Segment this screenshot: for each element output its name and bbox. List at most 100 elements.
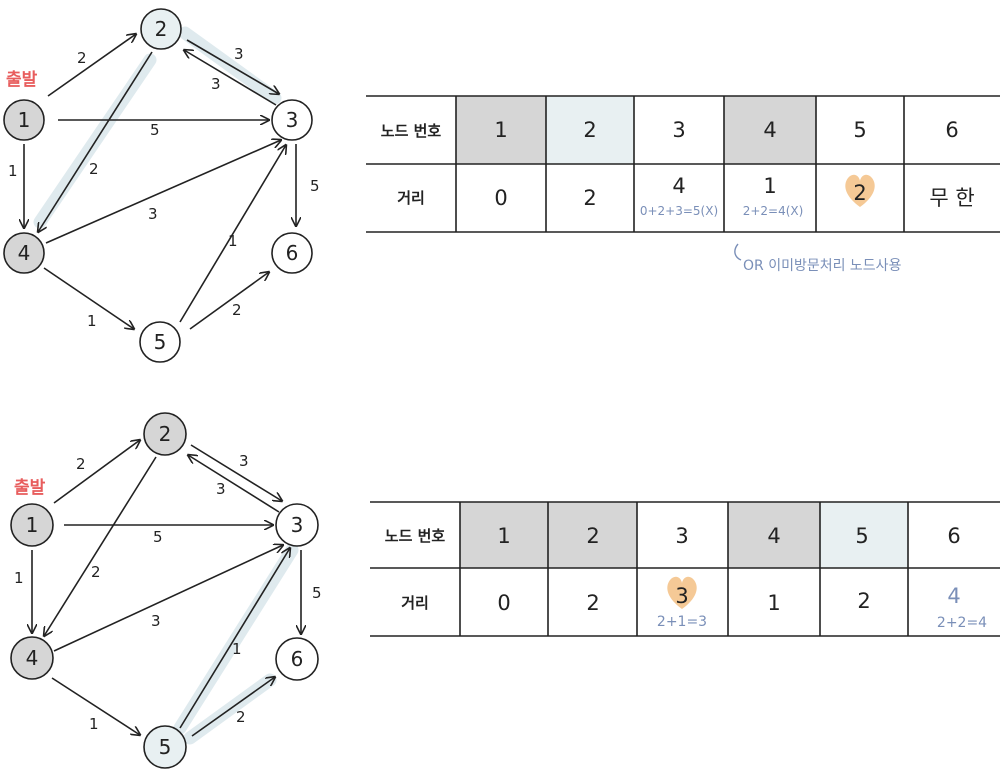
node-5: 5 bbox=[139, 321, 181, 363]
weight-1-2: 2 bbox=[76, 455, 86, 473]
distance-cell: 무 한 bbox=[929, 186, 974, 210]
node-6: 6 bbox=[271, 232, 313, 274]
footnote: OR 이미방문처리 노드사용 bbox=[743, 258, 902, 274]
node-1: 1 bbox=[10, 503, 54, 547]
node-number-cell: 6 bbox=[945, 118, 958, 142]
weight-4-3: 3 bbox=[151, 612, 161, 630]
weight-4-5: 1 bbox=[89, 715, 99, 733]
graph-step-2: 2 3 3 5 1 2 3 5 1 1 2 출발 1 2 3 4 5 bbox=[10, 412, 322, 769]
node-number-cell: 5 bbox=[855, 524, 868, 548]
heart-highlight bbox=[845, 174, 875, 207]
heart-highlight bbox=[667, 576, 697, 609]
weight-2-3: 3 bbox=[234, 45, 244, 63]
node-4: 4 bbox=[10, 636, 54, 680]
node-1: 1 bbox=[3, 99, 45, 141]
node-number-cell: 4 bbox=[767, 524, 780, 548]
node-3-label: 3 bbox=[286, 108, 299, 132]
edge-5-3 bbox=[179, 548, 290, 729]
distance-cell: 2 bbox=[857, 589, 870, 613]
weight-2-4: 2 bbox=[91, 563, 101, 581]
edge-2-3 bbox=[190, 444, 282, 501]
cell-bg-visited-4 bbox=[724, 96, 816, 164]
node-number-cell: 3 bbox=[672, 118, 685, 142]
node-number-cell: 1 bbox=[497, 524, 510, 548]
cell-bg-visited-1 bbox=[460, 502, 548, 568]
node-3: 3 bbox=[275, 503, 319, 547]
node-6-label: 6 bbox=[291, 647, 304, 671]
edge-1-2 bbox=[47, 34, 136, 97]
edge-4-3 bbox=[45, 140, 281, 244]
header-distance: 거리 bbox=[397, 189, 425, 207]
weight-1-4: 1 bbox=[8, 162, 18, 180]
weight-1-3: 5 bbox=[150, 121, 160, 139]
edge-3-2 bbox=[184, 50, 277, 106]
node-3: 3 bbox=[271, 99, 313, 141]
weight-2-3: 3 bbox=[239, 452, 249, 470]
header-node-number: 노드 번호 bbox=[385, 527, 446, 545]
weight-1-2: 2 bbox=[77, 49, 87, 67]
distance-table-step-1: 노드 번호 거리 1 2 3 4 5 6 0 2 4 0+2+3=5(X) 1 … bbox=[366, 95, 1000, 274]
weight-3-2: 3 bbox=[216, 480, 226, 498]
node-number-cell: 4 bbox=[763, 118, 776, 142]
distance-cell: 4 bbox=[672, 174, 685, 198]
calc-note: 0+2+3=5(X) bbox=[640, 204, 718, 218]
edge-4-5 bbox=[43, 267, 134, 329]
node-4-label: 4 bbox=[18, 241, 31, 265]
node-4-label: 4 bbox=[26, 646, 39, 670]
distance-cell: 2 bbox=[583, 186, 596, 210]
node-number-cell: 1 bbox=[494, 118, 507, 142]
node-1-label: 1 bbox=[26, 513, 39, 537]
start-label: 출발 bbox=[6, 70, 38, 90]
node-number-cell: 6 bbox=[947, 524, 960, 548]
cell-bg-current-2 bbox=[546, 96, 634, 164]
cell-bg-current-5 bbox=[820, 502, 908, 568]
node-6-label: 6 bbox=[286, 241, 299, 265]
node-6: 6 bbox=[275, 637, 319, 681]
node-2-label: 2 bbox=[159, 422, 172, 446]
edge-3-2 bbox=[188, 455, 280, 513]
edge-5-3 bbox=[179, 145, 286, 323]
edge-5-6 bbox=[189, 272, 269, 330]
header-distance: 거리 bbox=[401, 594, 429, 612]
edge-1-2 bbox=[53, 440, 140, 504]
edge-5-6 bbox=[191, 677, 275, 737]
edge-2-3 bbox=[186, 39, 279, 94]
distance-cell: 1 bbox=[763, 174, 776, 198]
weight-5-6: 2 bbox=[236, 708, 246, 726]
edge-2-4 bbox=[44, 456, 157, 636]
weight-2-4: 2 bbox=[89, 160, 99, 178]
graph-step-1: 2 3 3 5 1 2 3 5 1 1 2 출발 1 2 3 4 5 bbox=[3, 8, 320, 363]
weight-5-3: 1 bbox=[228, 232, 238, 250]
node-1-label: 1 bbox=[18, 108, 31, 132]
distance-cell: 3 bbox=[675, 584, 688, 608]
weight-3-2: 3 bbox=[211, 75, 221, 93]
edge-4-5 bbox=[51, 677, 140, 735]
calc-note: 2+2=4 bbox=[937, 615, 987, 631]
edge-4-3 bbox=[53, 545, 283, 652]
weight-1-3: 5 bbox=[153, 528, 163, 546]
node-number-cell: 2 bbox=[583, 118, 596, 142]
weight-3-6: 5 bbox=[312, 584, 322, 602]
distance-cell: 0 bbox=[497, 591, 510, 615]
weight-4-5: 1 bbox=[87, 312, 97, 330]
node-5-label: 5 bbox=[159, 735, 172, 759]
node-5-label: 5 bbox=[154, 330, 167, 354]
weight-5-6: 2 bbox=[232, 301, 242, 319]
node-2-label: 2 bbox=[155, 17, 168, 41]
distance-cell: 0 bbox=[494, 186, 507, 210]
cell-bg-visited-4 bbox=[728, 502, 820, 568]
edge-2-4 bbox=[38, 51, 153, 232]
distance-table-step-2: 노드 번호 거리 1 2 3 4 5 6 0 2 3 2+1=3 1 2 4 2… bbox=[370, 501, 1000, 637]
footnote-arrow bbox=[734, 243, 742, 261]
weight-5-3: 1 bbox=[232, 640, 242, 658]
node-3-label: 3 bbox=[291, 513, 304, 537]
node-2: 2 bbox=[140, 8, 182, 50]
node-number-cell: 3 bbox=[675, 524, 688, 548]
node-5: 5 bbox=[143, 725, 187, 769]
calc-note: 2+1=3 bbox=[657, 614, 707, 630]
calc-note: 2+2=4(X) bbox=[743, 204, 804, 218]
distance-cell: 2 bbox=[586, 591, 599, 615]
cell-bg-visited-1 bbox=[456, 96, 546, 164]
weight-4-3: 3 bbox=[148, 205, 158, 223]
